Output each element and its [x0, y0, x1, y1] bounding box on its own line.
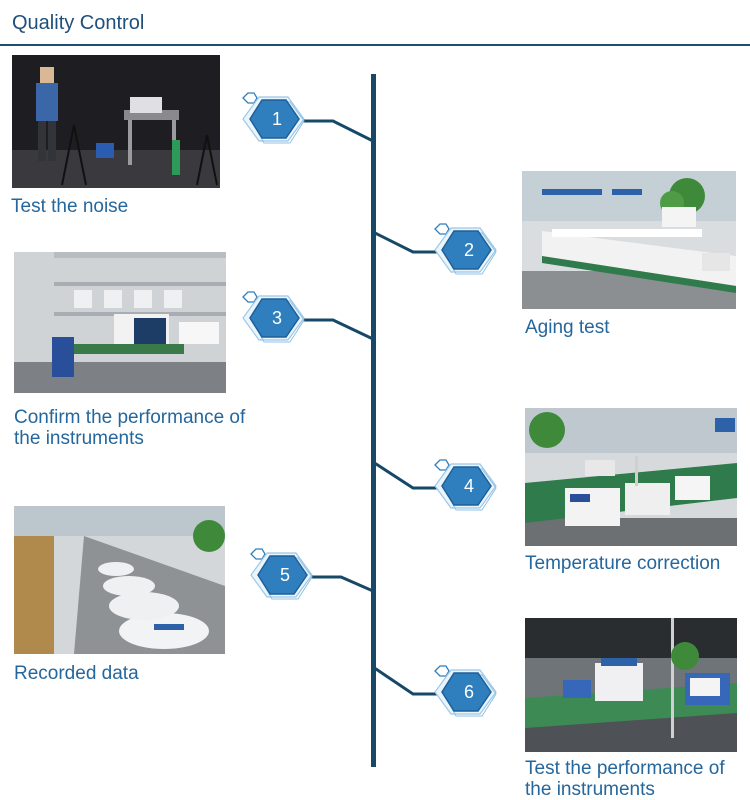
step-1-marker: 1	[240, 91, 312, 147]
step-2-number: 2	[463, 240, 474, 260]
page-title: Quality Control	[12, 12, 145, 34]
step-3-caption: Confirm the performance of the instrumen…	[14, 407, 246, 449]
hexagon-badge-icon	[434, 665, 497, 717]
step-4-number: 4	[463, 476, 474, 496]
connector-1	[303, 119, 374, 143]
step-5-number: 5	[279, 565, 290, 585]
step-6-caption: Test the performance of the instruments	[525, 758, 725, 800]
hexagon-badge-icon	[434, 459, 497, 511]
step-6-marker: 6	[432, 664, 504, 720]
connector-3	[303, 318, 374, 341]
photo-performance-check	[14, 252, 226, 393]
photo-noise-test	[12, 55, 220, 188]
step-2-caption: Aging test	[525, 317, 610, 338]
hexagon-badge-icon	[434, 223, 497, 275]
hexagon-badge-icon	[242, 92, 305, 144]
hexagon-badge-icon	[250, 548, 313, 600]
photo-recorded-data	[14, 506, 225, 654]
step-6-number: 6	[463, 682, 474, 702]
header-divider	[0, 44, 750, 46]
step-4-marker: 4	[432, 458, 504, 514]
step-5-marker: 5	[248, 547, 320, 603]
step-3-marker: 3	[240, 290, 312, 346]
step-5-caption: Recorded data	[14, 663, 139, 684]
photo-temperature-correction	[525, 408, 737, 546]
header: Quality Control	[0, 0, 750, 46]
step-1-caption: Test the noise	[11, 196, 129, 217]
step-3-number: 3	[271, 308, 282, 328]
timeline-spine	[371, 74, 376, 767]
step-1-number: 1	[271, 109, 282, 129]
connector-5	[311, 575, 374, 593]
step-2-marker: 2	[432, 222, 504, 278]
photo-aging-test	[522, 171, 736, 309]
step-4-caption: Temperature correction	[525, 553, 721, 574]
photo-instrument-test	[525, 618, 737, 752]
hexagon-badge-icon	[242, 291, 305, 343]
